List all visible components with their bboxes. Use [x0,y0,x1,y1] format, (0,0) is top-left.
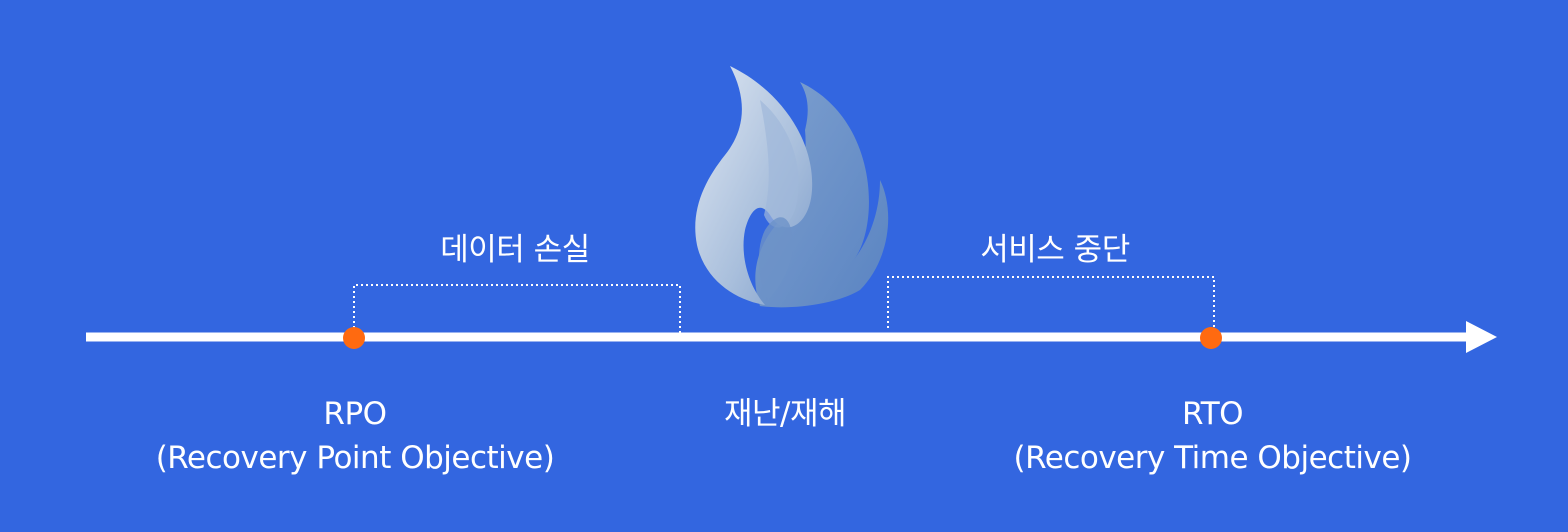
disaster-text: 재난/재해 [723,396,847,432]
rto-marker [1200,327,1222,349]
rpo-abbr: RPO [323,396,387,432]
rto-label: RTO (Recovery Time Objective) [950,392,1475,480]
data-loss-text: 데이터 손실 [440,232,590,268]
rpo-marker [343,327,365,349]
disaster-label: 재난/재해 [640,392,930,436]
service-outage-text: 서비스 중단 [980,232,1130,268]
arrow-head-icon [1466,321,1497,353]
data-loss-bracket [353,284,681,333]
rpo-full: (Recovery Point Objective) [155,440,555,476]
data-loss-label: 데이터 손실 [370,228,660,272]
service-outage-bracket [887,276,1215,333]
rpo-label: RPO (Recovery Point Objective) [90,392,620,480]
rto-abbr: RTO [1181,396,1244,432]
service-outage-label: 서비스 중단 [905,228,1205,272]
flame-icon [695,66,889,308]
rto-full: (Recovery Time Objective) [1013,440,1413,476]
